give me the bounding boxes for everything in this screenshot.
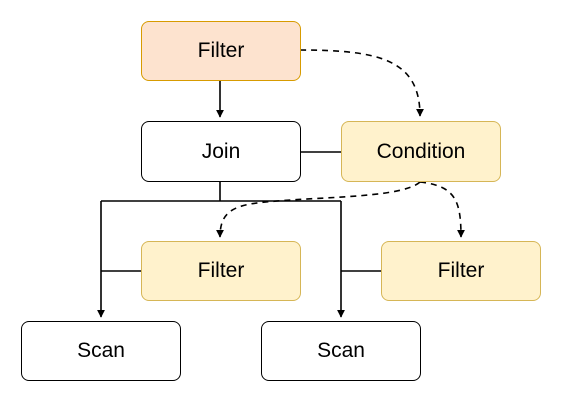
condition-node[interactable]: Condition: [341, 121, 501, 182]
top-filter-label: Filter: [197, 39, 245, 62]
right-filter-node[interactable]: Filter: [381, 241, 541, 301]
condition-label: Condition: [376, 139, 466, 163]
left-filter-label: Filter: [197, 259, 245, 282]
join-label: Join: [201, 139, 241, 163]
edge-filter-to-condition: [299, 49, 424, 117]
edge-condition-to-left-filter: [216, 181, 421, 238]
join-node[interactable]: Join: [141, 121, 301, 182]
left-scan-label: Scan: [77, 339, 125, 362]
top-filter-node[interactable]: Filter: [141, 21, 301, 81]
right-filter-label: Filter: [437, 259, 485, 282]
left-filter-node[interactable]: Filter: [141, 241, 301, 301]
left-scan-node[interactable]: Scan: [21, 321, 181, 381]
edge-condition-to-right-filter: [419, 181, 465, 238]
right-scan-node[interactable]: Scan: [261, 321, 421, 381]
right-scan-label: Scan: [317, 339, 365, 362]
